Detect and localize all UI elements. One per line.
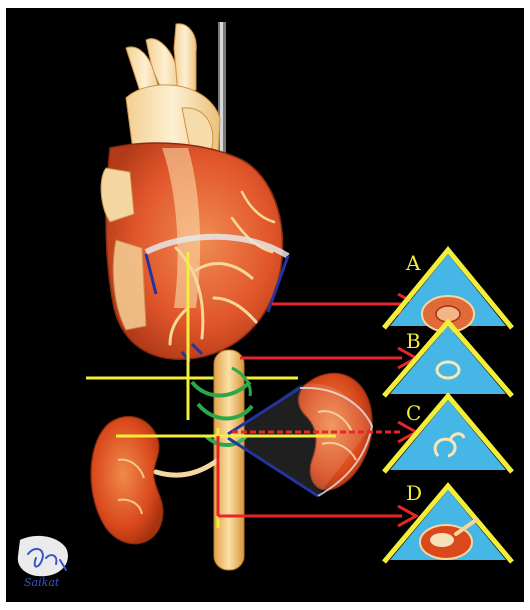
signature-text: Saikat — [24, 576, 60, 589]
ultrasound-diagram: A B C D Saikat — [6, 8, 524, 602]
panel-c-label: C — [406, 401, 421, 425]
panel-d-label: D — [406, 481, 422, 505]
panel-b-label: B — [406, 329, 421, 353]
artwork: A B C D Saikat — [6, 8, 524, 602]
panel-a-label: A — [405, 251, 421, 275]
